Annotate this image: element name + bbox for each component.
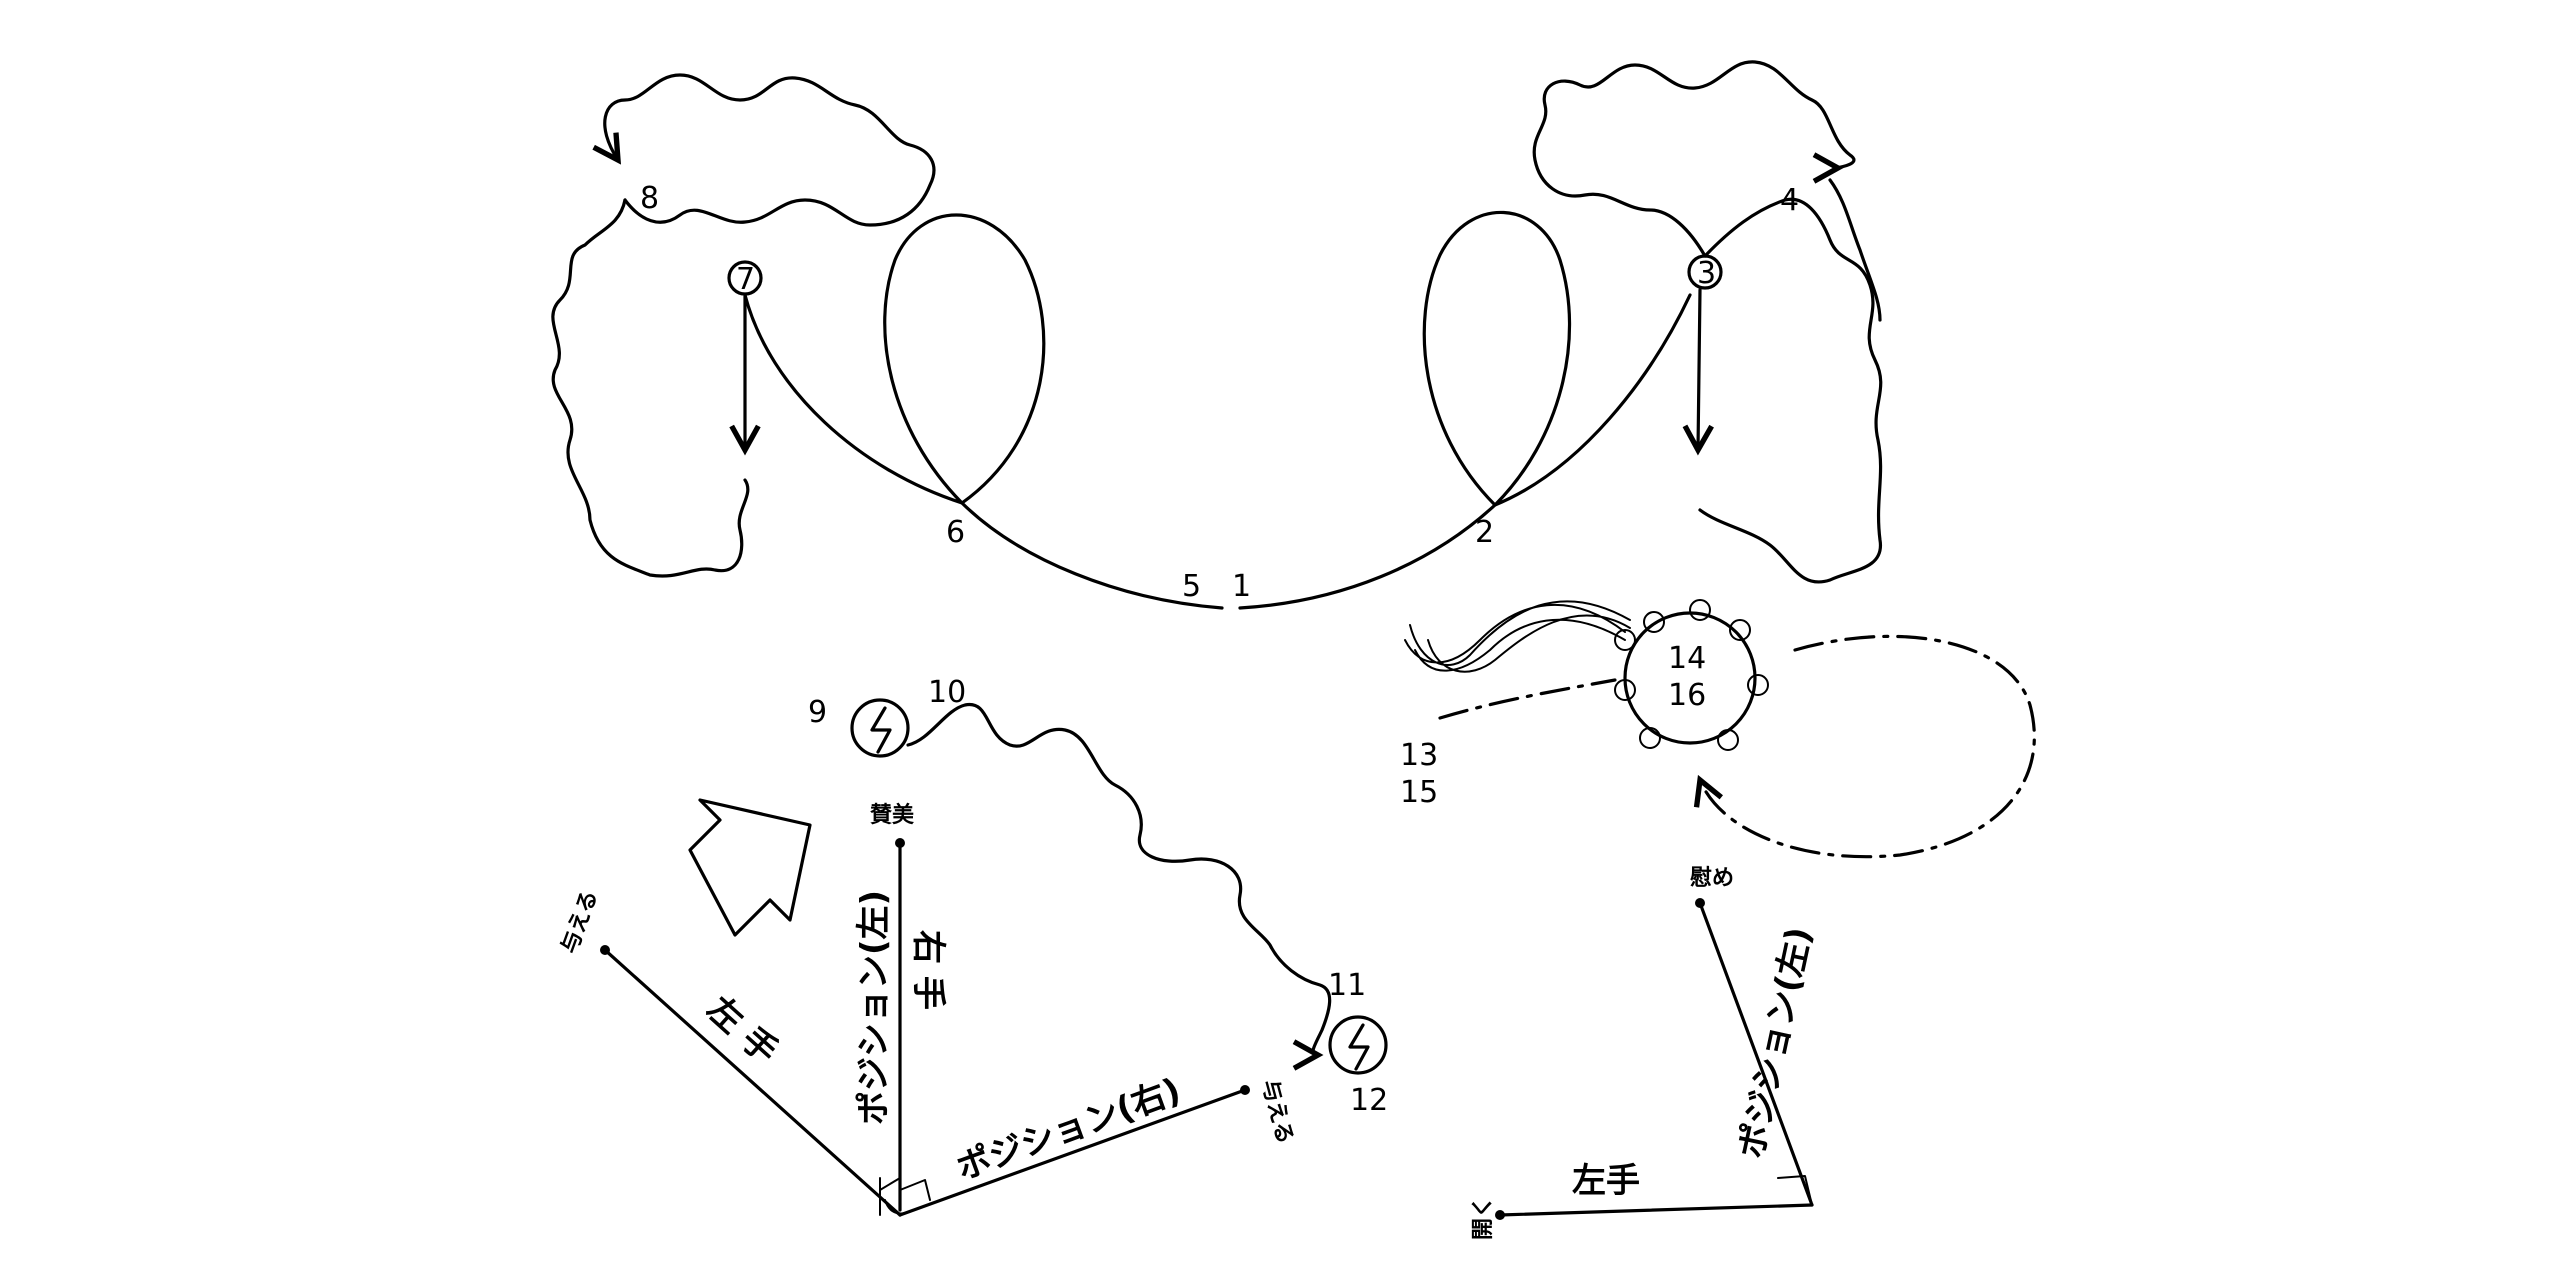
axis-end-dot-left <box>600 945 610 955</box>
ribbons <box>1404 600 1631 673</box>
dash-dot-left <box>1438 678 1617 720</box>
right-wavy-outer <box>1698 197 1883 584</box>
step-7-label: 7 <box>736 262 755 297</box>
lightning-circle-icon-b <box>1328 1015 1388 1075</box>
label-left-hand-b: 左手 <box>1572 1161 1640 1201</box>
main-arc-right <box>1238 503 1497 610</box>
step-10: 10 <box>928 675 966 710</box>
middle-wavy <box>906 703 1332 1055</box>
label-position-left-b: ポジション(左) <box>1732 924 1820 1162</box>
step-2: 2 <box>1475 515 1494 550</box>
right-angle-mark-b <box>1777 1175 1813 1206</box>
label-comfort: 慰め <box>1690 865 1734 891</box>
axis-end-dot-right <box>1240 1085 1250 1095</box>
axis-left-hand <box>603 948 902 1217</box>
label-left-hand-a: 左 手 <box>699 989 785 1072</box>
label-position-left-a: ポジション(左) <box>854 890 894 1125</box>
step-14: 14 <box>1668 641 1706 676</box>
step-7-circle <box>727 260 763 296</box>
right-loop <box>1422 210 1692 507</box>
step-11: 11 <box>1328 968 1366 1003</box>
step-12: 12 <box>1350 1083 1388 1118</box>
main-arc-left <box>960 501 1224 610</box>
axis-end-dot <box>895 838 905 848</box>
step-13: 13 <box>1400 738 1438 773</box>
axis-end-dot-comfort <box>1695 898 1705 908</box>
axis-end-dot-open <box>1495 1210 1505 1220</box>
step-9: 9 <box>808 695 827 730</box>
step-6: 6 <box>946 515 965 550</box>
label-praise: 賛美 <box>870 802 915 828</box>
label-open: 開く <box>1471 1196 1496 1240</box>
step-15: 15 <box>1400 775 1438 810</box>
axis-position-right <box>898 1088 1247 1217</box>
step-1: 1 <box>1232 569 1251 604</box>
step-16: 16 <box>1668 678 1706 713</box>
tambourine-icon <box>1614 599 1769 751</box>
label-give-left: 与える <box>557 887 603 957</box>
dash-dot-loop <box>1700 634 2036 859</box>
left-wavy-outer <box>551 198 750 578</box>
angle-arc <box>884 1199 906 1215</box>
right-angle-mark <box>879 1177 931 1216</box>
label-right-hand: 右 手 <box>908 930 948 1010</box>
left-wavy-top <box>605 73 936 227</box>
step-5: 5 <box>1182 569 1201 604</box>
left-loop <box>743 213 1046 505</box>
axis-left-hand-b <box>1498 1203 1814 1217</box>
label-give-right: 与える <box>1256 1077 1297 1147</box>
right-wavy-top <box>1532 60 1856 258</box>
label-position-right: ポジション(右) <box>951 1070 1186 1188</box>
arrow-down-3 <box>1698 288 1700 450</box>
axis-position-left-b <box>1698 901 1814 1207</box>
step-4: 4 <box>1780 183 1799 218</box>
hollow-arrow-icon <box>688 798 812 937</box>
lightning-circle-icon-a <box>850 698 910 758</box>
right-wavy-lower <box>1828 178 1882 322</box>
step-8: 8 <box>640 181 659 216</box>
step-3-label: 3 <box>1697 256 1716 291</box>
